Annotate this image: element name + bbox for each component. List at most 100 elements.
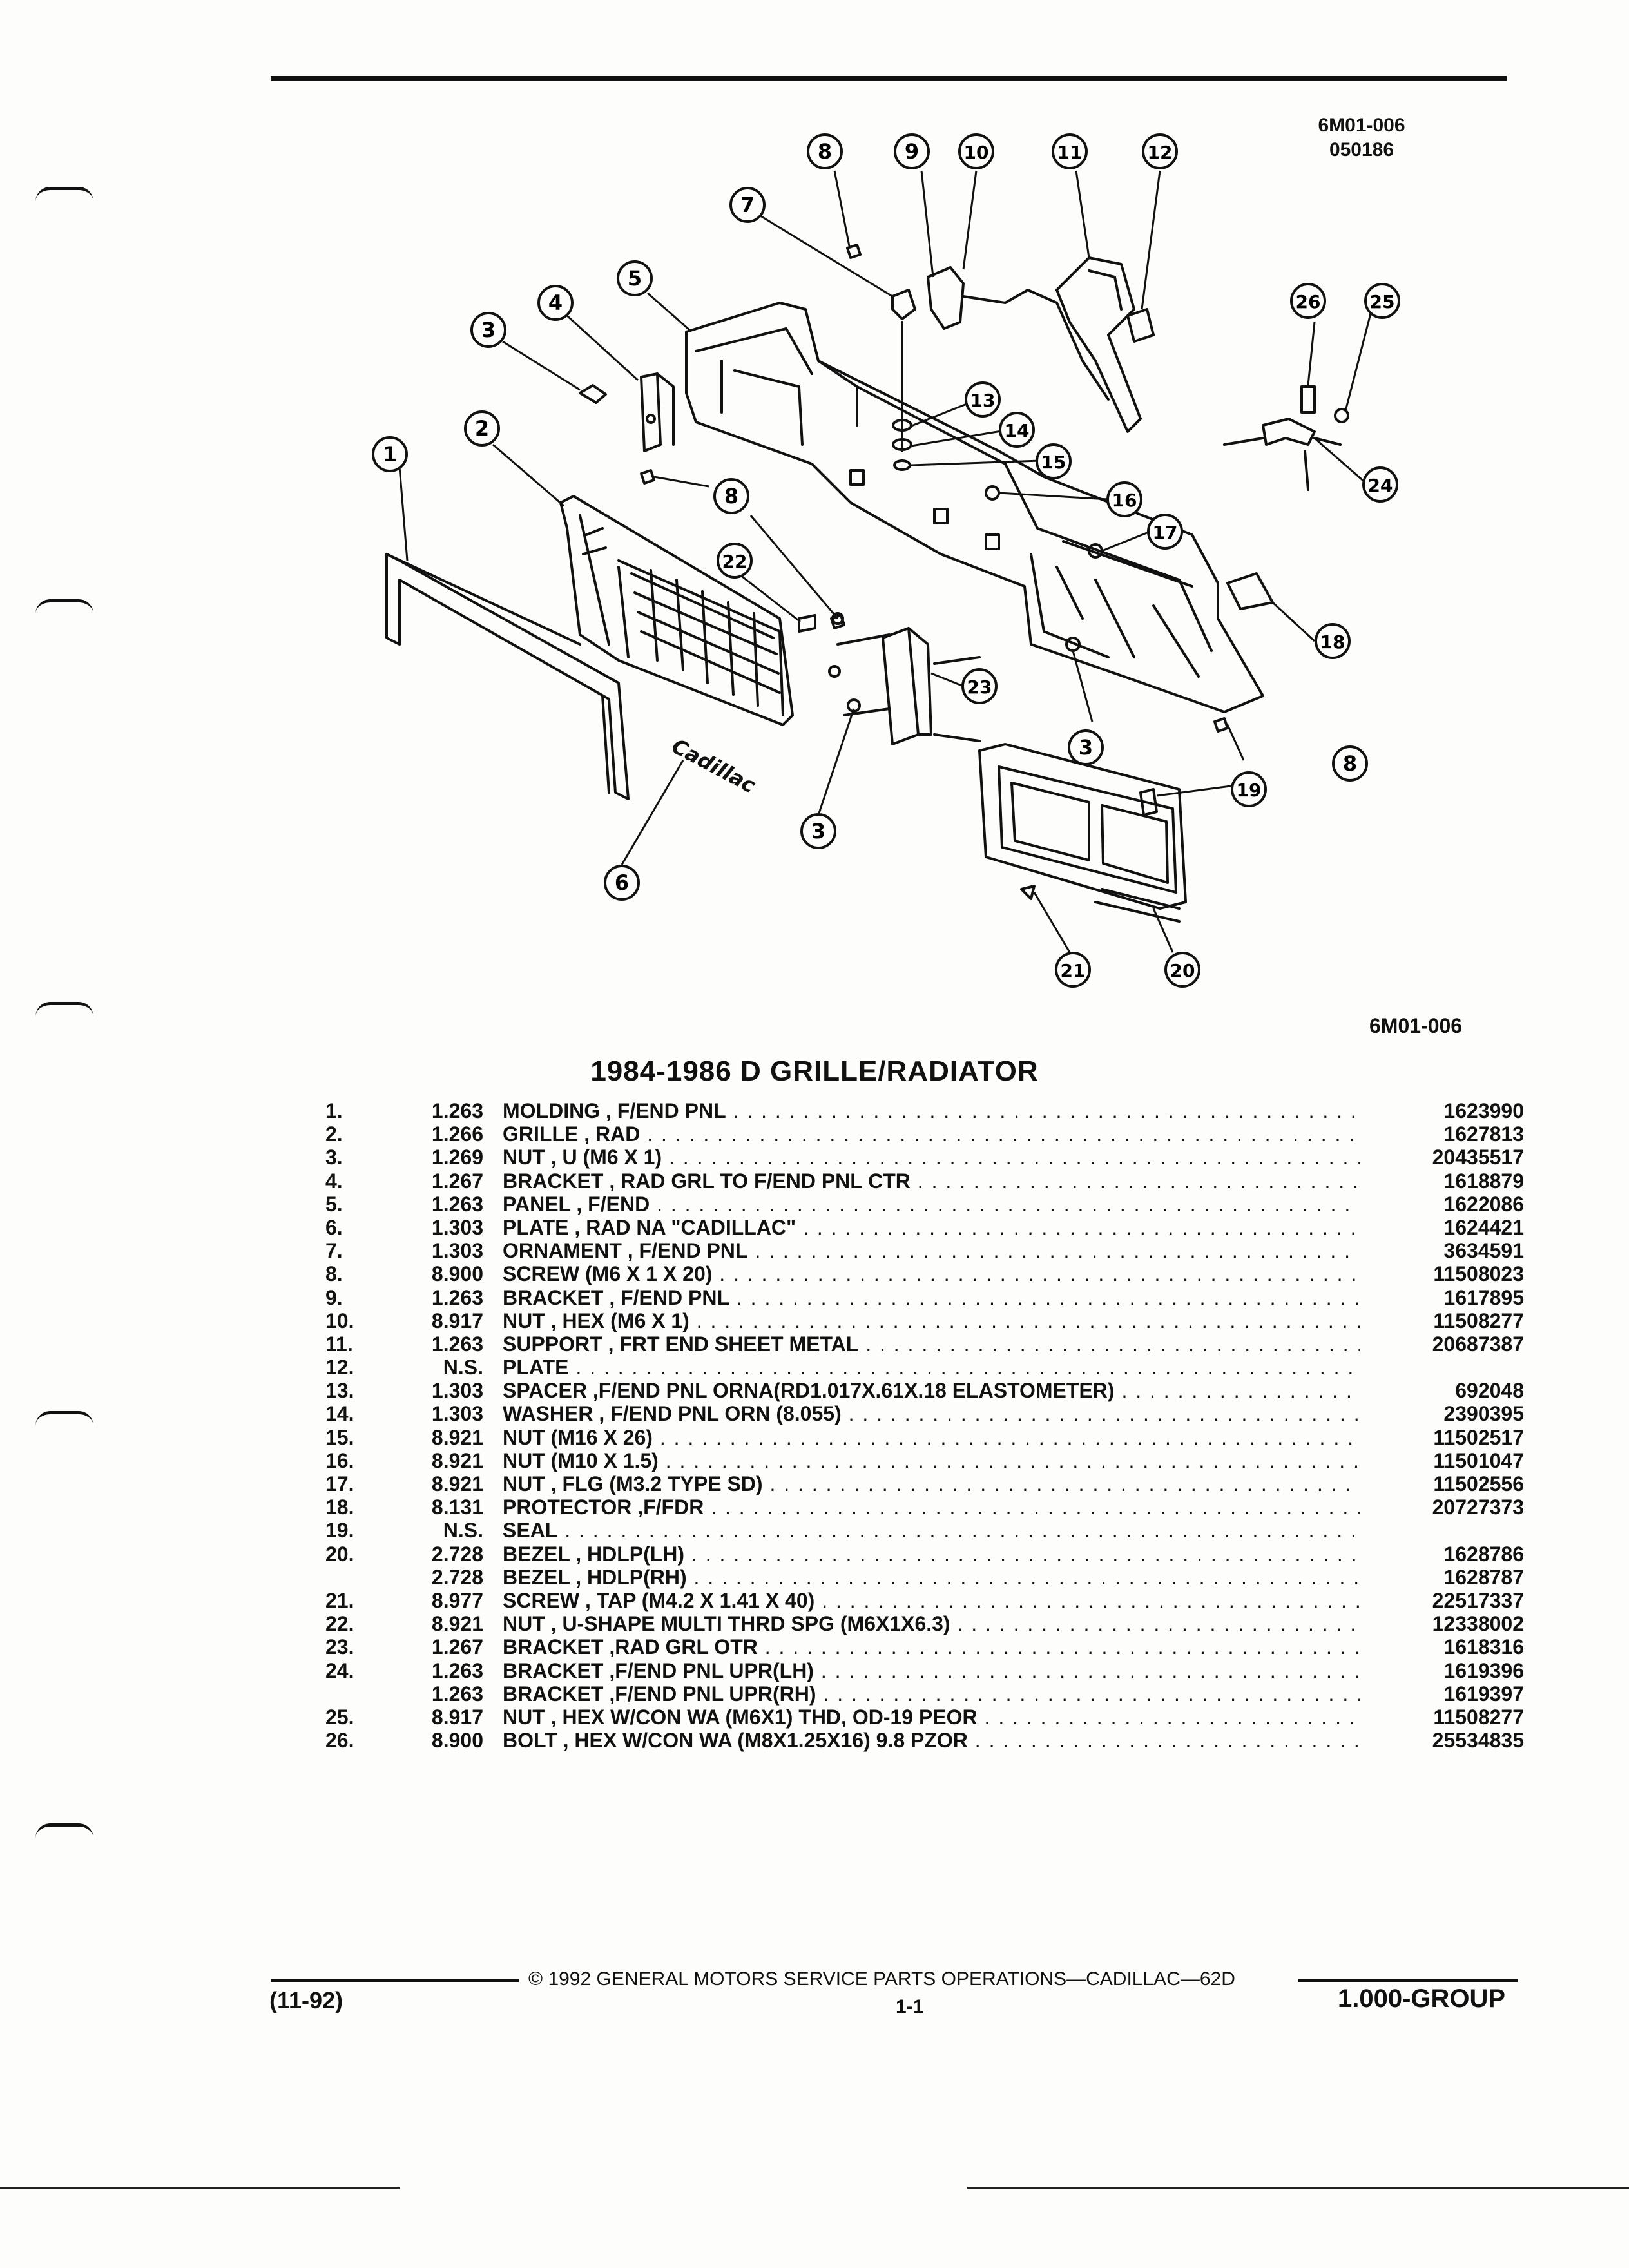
part-number: 1619397: [1443, 1682, 1524, 1706]
group-number: 8.921: [431, 1472, 483, 1495]
part-number: 11508277: [1433, 1705, 1524, 1729]
item-number: 26.: [325, 1729, 354, 1753]
part-description: PLATE , RAD NA "CADILLAC": [503, 1216, 1360, 1239]
group-number: 1.263: [431, 1332, 483, 1356]
part-number: 11501047: [1433, 1448, 1524, 1472]
footer-rule-left: [271, 1979, 519, 1982]
callout-3: 3: [470, 312, 506, 348]
punch-mark: [35, 187, 93, 202]
item-number: 15.: [325, 1425, 354, 1449]
callout-3: 3: [1068, 729, 1104, 765]
group-number: 1.267: [431, 1169, 483, 1193]
part-description: NUT , U (M6 X 1): [503, 1146, 1360, 1169]
group-number: 1.263: [431, 1192, 483, 1216]
callout-24: 24: [1362, 466, 1398, 503]
callout-2: 2: [464, 410, 500, 447]
item-number: 3.: [325, 1146, 343, 1169]
punch-mark: [35, 1002, 93, 1017]
svg-text:21: 21: [1061, 960, 1086, 981]
callout-16: 16: [1106, 481, 1142, 517]
group-number: 8.917: [431, 1705, 483, 1729]
part-description: BRACKET ,RAD GRL OTR: [503, 1635, 1360, 1658]
front-end-panel-part: [685, 302, 1264, 713]
group-number: N.S.: [443, 1519, 483, 1542]
svg-text:3: 3: [481, 318, 496, 342]
parts-row: 19.N.S.SEAL: [325, 1519, 1524, 1542]
parts-row: 12.N.S.PLATE: [325, 1356, 1524, 1379]
diagram-date: 050186: [1329, 139, 1394, 160]
part-description: PROTECTOR ,F/FDR: [503, 1495, 1360, 1519]
svg-text:22: 22: [722, 551, 747, 572]
callout-19: 19: [1231, 771, 1267, 807]
part-number: 11508023: [1433, 1262, 1524, 1286]
callout-5: 5: [617, 260, 653, 296]
svg-text:26: 26: [1296, 291, 1321, 312]
group-number: 1.267: [431, 1635, 483, 1659]
diagram-code-bottom: 6M01-006: [1369, 1014, 1463, 1037]
item-number: 13.: [325, 1379, 354, 1403]
upper-bracket-part: [1262, 418, 1316, 446]
item-number: 16.: [325, 1448, 354, 1472]
svg-text:17: 17: [1153, 522, 1178, 543]
callout-22: 22: [717, 543, 753, 579]
leader: [962, 289, 1110, 401]
part-description: ORNAMENT , F/END PNL: [503, 1239, 1360, 1262]
item-number: 21.: [325, 1588, 354, 1612]
item-number: 9.: [325, 1285, 343, 1309]
molding-frame-part: [385, 553, 630, 800]
part-description: BOLT , HEX W/CON WA (M8X1.25X16) 9.8 PZO…: [503, 1729, 1360, 1752]
part-number: 1618316: [1443, 1635, 1524, 1659]
bracket-part: [927, 266, 965, 330]
svg-text:1: 1: [383, 442, 397, 466]
svg-text:4: 4: [548, 291, 563, 315]
group-number: 1.269: [431, 1146, 483, 1169]
part-description: GRILLE , RAD: [503, 1122, 1360, 1146]
svg-text:20: 20: [1170, 960, 1195, 981]
callout-10: 10: [958, 133, 994, 169]
svg-text:13: 13: [970, 390, 996, 411]
svg-text:5: 5: [628, 266, 642, 291]
svg-text:23: 23: [967, 677, 992, 698]
part-number: 11508277: [1433, 1309, 1524, 1332]
item-number: 5.: [325, 1192, 343, 1216]
callout-7: 7: [729, 187, 766, 223]
part-description: SEAL: [503, 1519, 1360, 1542]
callout-8: 8: [1332, 745, 1368, 782]
part-number: 1618879: [1443, 1169, 1524, 1193]
svg-text:25: 25: [1370, 291, 1395, 312]
footer-copyright: © 1992 GENERAL MOTORS SERVICE PARTS OPER…: [528, 1968, 1235, 1990]
part-number: 22517337: [1432, 1588, 1524, 1612]
group-number: 8.921: [431, 1425, 483, 1449]
callout-8: 8: [807, 133, 843, 169]
part-description: NUT (M10 X 1.5): [503, 1449, 1360, 1472]
part-description: PLATE: [503, 1356, 1360, 1379]
callout-13: 13: [965, 381, 1001, 418]
svg-text:7: 7: [740, 193, 755, 217]
svg-text:2: 2: [475, 416, 489, 441]
callout-3: 3: [800, 813, 836, 849]
part-number: 1617895: [1443, 1285, 1524, 1309]
cadillac-script-plate: Cadillac: [668, 734, 760, 798]
part-number: 20687387: [1432, 1332, 1524, 1356]
callout-15: 15: [1036, 443, 1072, 479]
revision-date: (11-92): [269, 1987, 343, 2013]
part-number: 20435517: [1432, 1146, 1524, 1169]
group-number: 8.917: [431, 1309, 483, 1332]
group-number: 1.303: [431, 1402, 483, 1426]
svg-text:3: 3: [811, 819, 825, 843]
item-number: 10.: [325, 1309, 354, 1332]
